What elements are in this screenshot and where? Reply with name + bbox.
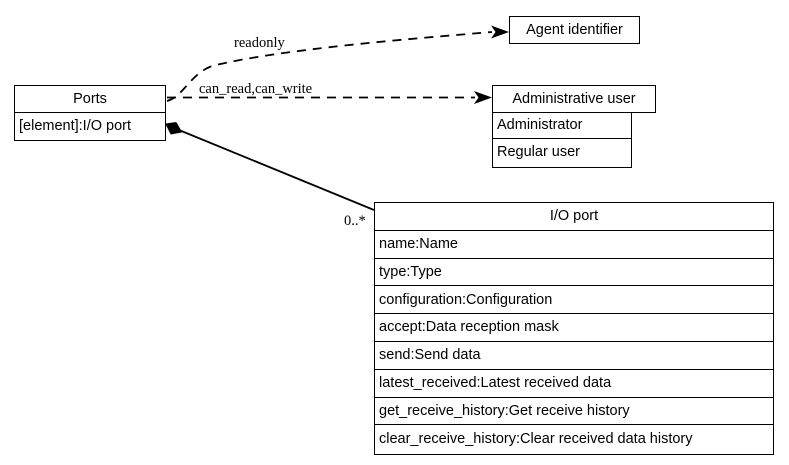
class-name-administrative-user: Administrative user — [493, 86, 655, 112]
class-name-ports: Ports — [15, 86, 165, 113]
class-attribute-send: send:Send data — [375, 341, 773, 370]
class-attribute-regular-user: Regular user — [493, 139, 631, 166]
composition-diamond-icon — [165, 121, 183, 135]
class-box-io-port[interactable]: I/O port name:Name type:Type configurati… — [374, 202, 774, 455]
edge-label-multiplicity: 0..* — [344, 213, 366, 229]
class-attribute-type: type:Type — [375, 258, 773, 287]
edge-ports-to-io-port — [178, 129, 375, 211]
arrowhead-administrative-user — [474, 91, 492, 104]
class-attribute-administrator: Administrator — [493, 112, 631, 139]
edge-label-readonly: readonly — [234, 35, 285, 51]
class-attribute-ports-element: [element]:I/O port — [15, 113, 165, 140]
class-name-agent-identifier: Agent identifier — [510, 17, 639, 43]
class-box-ports[interactable]: Ports [element]:I/O port — [14, 85, 166, 141]
class-attributes-administrative-user[interactable]: Administrator Regular user — [492, 112, 632, 168]
class-attribute-clear-receive-history: clear_receive_history:Clear received dat… — [375, 425, 773, 454]
class-attribute-name: name:Name — [375, 230, 773, 259]
class-box-agent-identifier[interactable]: Agent identifier — [509, 16, 640, 44]
edge-label-can-read-can-write: can_read,can_write — [199, 81, 313, 97]
arrowhead-agent-identifier — [491, 25, 509, 39]
class-attribute-get-receive-history: get_receive_history:Get receive history — [375, 397, 773, 426]
class-attribute-latest-received: latest_received:Latest received data — [375, 369, 773, 398]
class-name-io-port: I/O port — [375, 203, 773, 231]
class-attribute-accept: accept:Data reception mask — [375, 314, 773, 342]
class-attribute-configuration: configuration:Configuration — [375, 286, 773, 315]
class-box-administrative-user[interactable]: Administrative user — [492, 85, 656, 113]
